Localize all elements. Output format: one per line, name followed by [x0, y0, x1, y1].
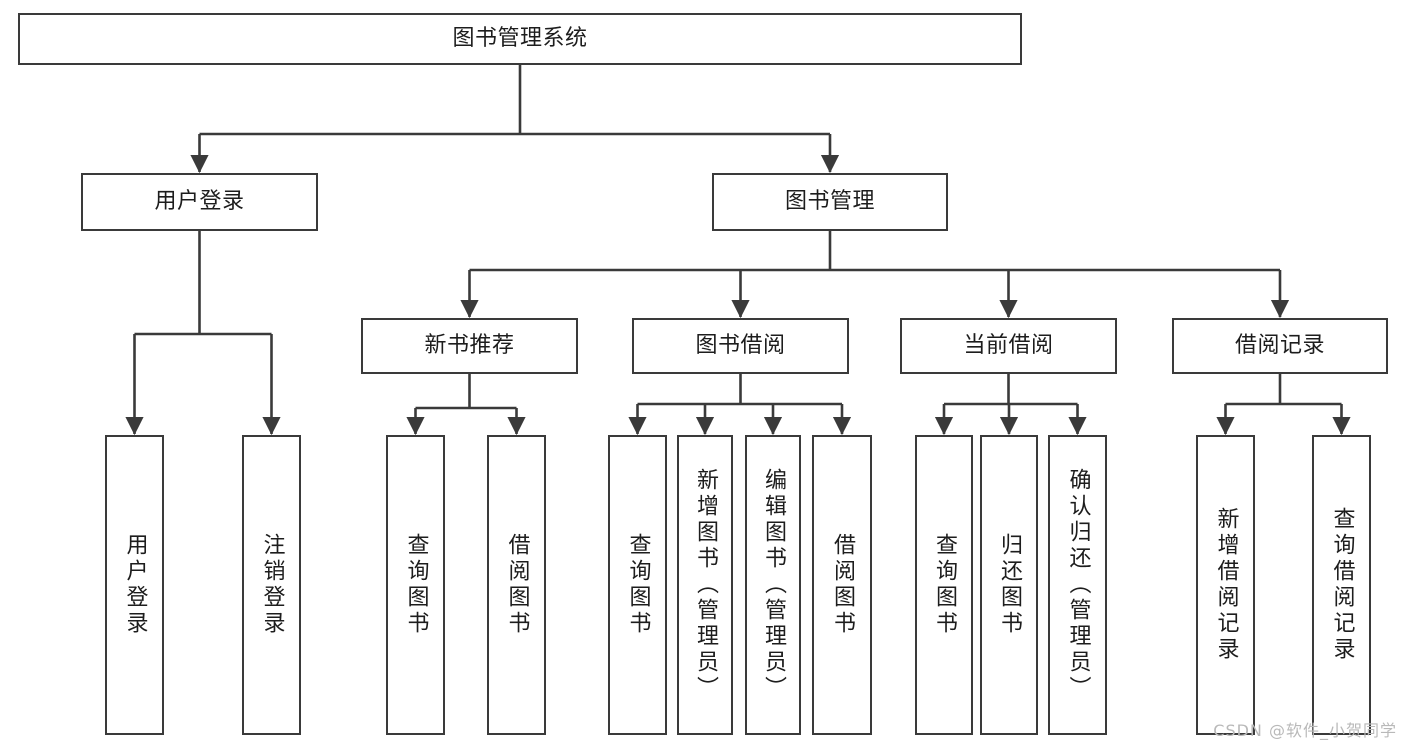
node-label: 编辑图书（管理员）: [760, 468, 786, 702]
node-leaf-user-login[interactable]: 用户登录: [105, 435, 164, 735]
node-leaf-query-book-1[interactable]: 查询图书: [386, 435, 445, 735]
node-label: 查询图书: [625, 533, 651, 637]
node-leaf-query-book-3[interactable]: 查询图书: [915, 435, 973, 735]
node-root[interactable]: 图书管理系统: [18, 13, 1022, 65]
node-label: 查询图书: [931, 533, 957, 637]
node-label: 确认归还（管理员）: [1065, 468, 1091, 702]
node-leaf-confirm-return[interactable]: 确认归还（管理员）: [1048, 435, 1107, 735]
node-leaf-edit-book[interactable]: 编辑图书（管理员）: [745, 435, 801, 735]
node-leaf-return-book[interactable]: 归还图书: [980, 435, 1038, 735]
node-label: 注销登录: [259, 533, 285, 637]
node-leaf-add-record[interactable]: 新增借阅记录: [1196, 435, 1255, 735]
node-label: 用户登录: [122, 533, 148, 637]
node-label: 借阅图书: [829, 533, 855, 637]
node-label: 归还图书: [996, 533, 1022, 637]
node-label: 查询图书: [403, 533, 429, 637]
node-book-borrow[interactable]: 图书借阅: [632, 318, 849, 374]
node-borrow-record[interactable]: 借阅记录: [1172, 318, 1388, 374]
node-label: 新书推荐: [424, 333, 515, 359]
node-label: 图书管理: [784, 189, 875, 215]
node-label: 新增借阅记录: [1213, 507, 1239, 663]
node-label: 图书借阅: [695, 333, 786, 359]
node-label: 借阅记录: [1234, 333, 1325, 359]
node-label: 当前借阅: [963, 333, 1054, 359]
node-leaf-borrow-book-1[interactable]: 借阅图书: [487, 435, 546, 735]
node-leaf-borrow-book-2[interactable]: 借阅图书: [812, 435, 872, 735]
node-label: 图书管理系统: [452, 26, 588, 52]
node-leaf-query-book-2[interactable]: 查询图书: [608, 435, 667, 735]
node-leaf-user-logout[interactable]: 注销登录: [242, 435, 301, 735]
node-leaf-query-record[interactable]: 查询借阅记录: [1312, 435, 1371, 735]
node-current-borrow[interactable]: 当前借阅: [900, 318, 1117, 374]
node-label: 新增图书（管理员）: [692, 468, 718, 702]
node-label: 借阅图书: [504, 533, 530, 637]
node-leaf-add-book[interactable]: 新增图书（管理员）: [677, 435, 733, 735]
node-user-login[interactable]: 用户登录: [81, 173, 318, 231]
node-label: 用户登录: [154, 189, 245, 215]
node-new-book-rec[interactable]: 新书推荐: [361, 318, 578, 374]
node-book-manage[interactable]: 图书管理: [712, 173, 948, 231]
node-label: 查询借阅记录: [1329, 507, 1355, 663]
